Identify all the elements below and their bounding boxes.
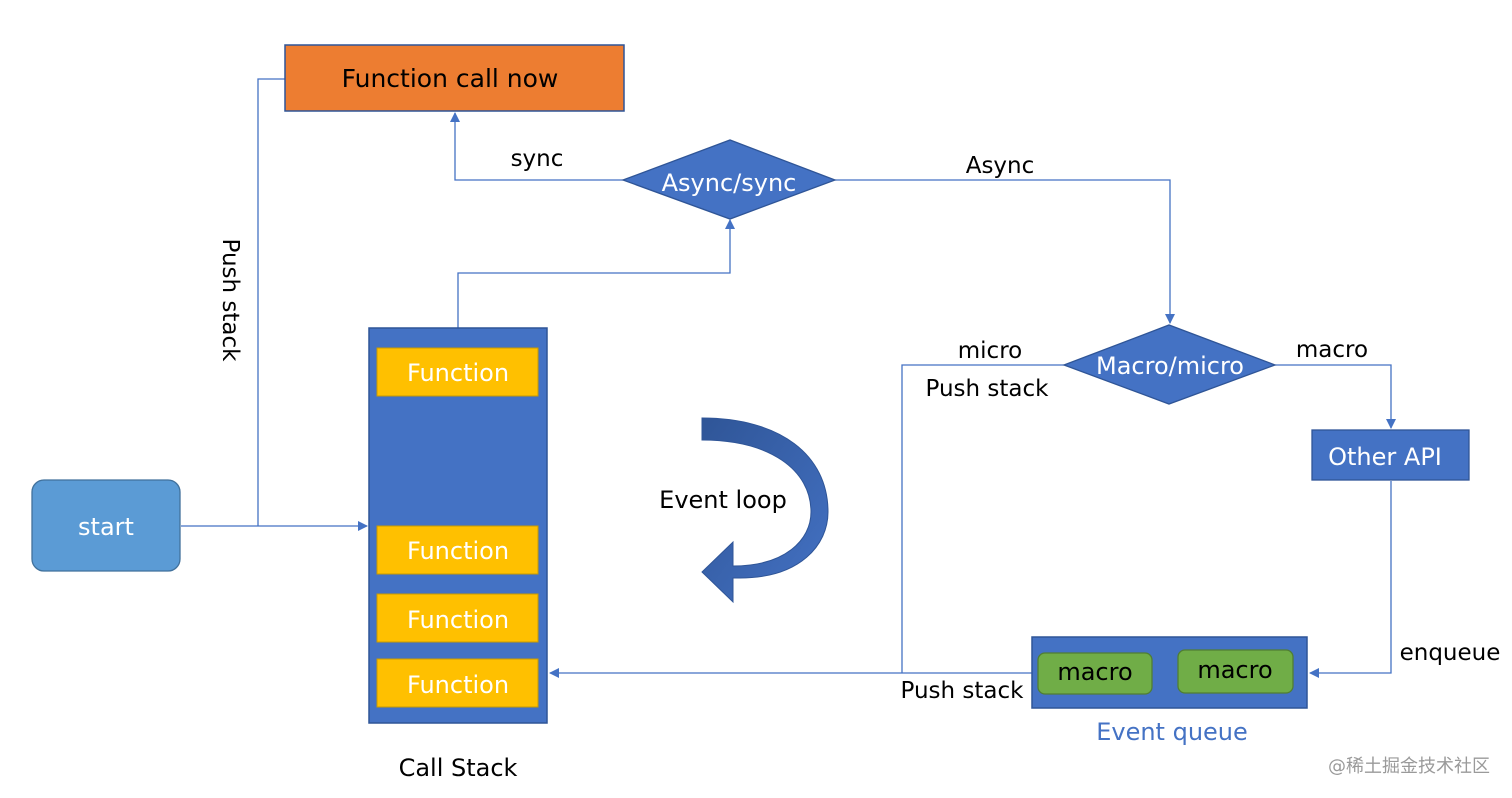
macro-micro-label: Macro/micro <box>1096 352 1244 380</box>
edge-micro <box>901 364 1064 673</box>
start-label: start <box>78 513 134 541</box>
function-label: Function <box>407 537 509 565</box>
function-call-now-label: Function call now <box>342 64 559 93</box>
queue-push-stack-label: Push stack <box>901 678 1025 704</box>
async-sync-decision: Async/sync <box>621 139 837 220</box>
macro-micro-decision: Macro/micro <box>1062 324 1277 405</box>
async-sync-label: Async/sync <box>662 169 797 197</box>
event-queue-label: Event queue <box>1096 718 1248 746</box>
call-stack-function-4: Function <box>376 658 539 708</box>
push-stack-vertical-label: Push stack <box>217 239 243 363</box>
macro-task-label: macro <box>1197 656 1272 684</box>
call-stack-function-1: Function <box>376 347 539 397</box>
start-node: start <box>31 479 181 572</box>
event-loop-label: Event loop <box>659 486 787 514</box>
micro-push-stack-label: Push stack <box>926 376 1050 402</box>
watermark: @稀土掘金技术社区 <box>1328 756 1490 777</box>
call-stack-label: Call Stack <box>399 754 518 782</box>
curved-arrow-icon <box>701 417 829 604</box>
function-call-now-node: Function call now <box>284 44 625 112</box>
edge-macro <box>1275 364 1396 429</box>
edge-push-stack-to-function-call <box>257 78 285 526</box>
sync-edge-label: sync <box>511 146 564 172</box>
enqueue-edge-label: enqueue <box>1400 640 1501 666</box>
micro-edge-label: micro <box>958 338 1022 364</box>
call-stack: Function Function Function Function <box>368 327 548 724</box>
macro-task-label: macro <box>1057 658 1132 686</box>
edge-async <box>835 179 1175 324</box>
event-queue-macro-1: macro <box>1037 652 1153 695</box>
edge-call-stack-to-async-sync <box>457 219 735 328</box>
edge-sync <box>450 112 623 181</box>
function-label: Function <box>407 359 509 387</box>
function-label: Function <box>407 606 509 634</box>
edge-enqueue <box>1309 481 1392 678</box>
async-edge-label: Async <box>966 153 1035 179</box>
call-stack-function-3: Function <box>376 593 539 643</box>
call-stack-function-2: Function <box>376 525 539 575</box>
function-label: Function <box>407 671 509 699</box>
other-api-label: Other API <box>1328 443 1442 471</box>
macro-edge-label: macro <box>1296 337 1368 363</box>
event-queue: macro macro <box>1031 636 1308 709</box>
event-queue-macro-2: macro <box>1177 649 1294 694</box>
other-api-node: Other API <box>1311 429 1470 481</box>
